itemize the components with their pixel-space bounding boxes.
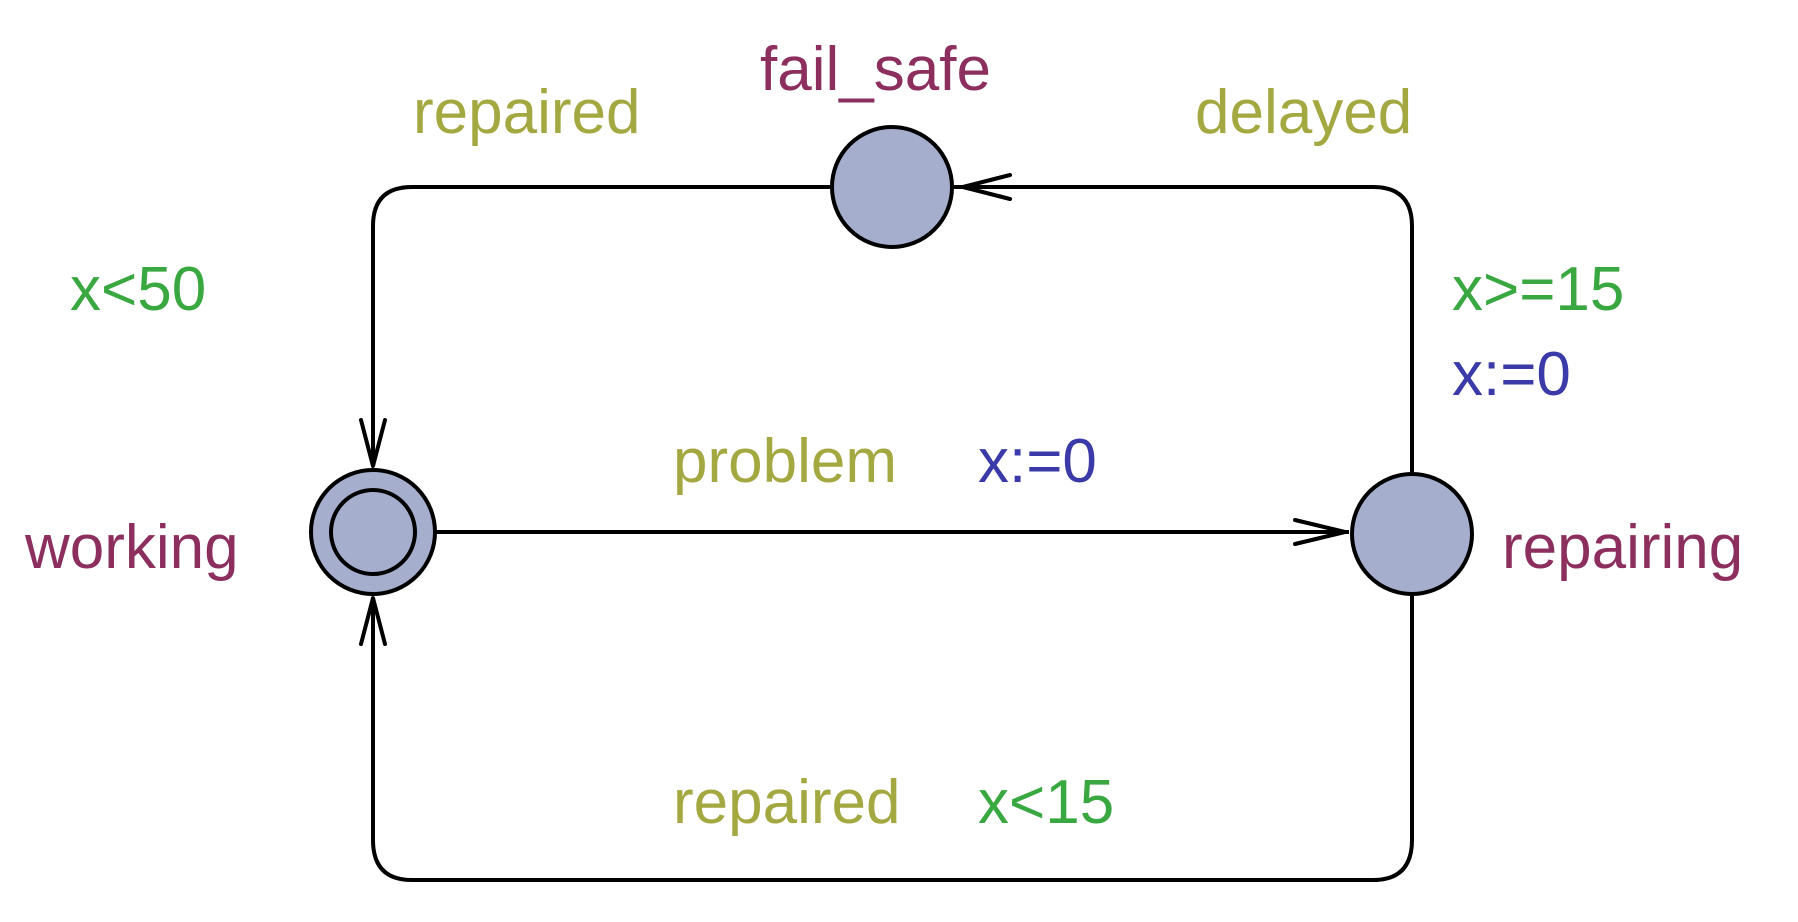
sync-label-delayed: delayed	[1195, 78, 1412, 147]
update-label-repairing-to-fail-safe: x:=0	[1452, 340, 1571, 409]
guard-label-x-ge-15: x>=15	[1452, 255, 1624, 324]
edge-fail-safe-to-working[interactable]	[371, 185, 832, 466]
invariant-working: x<50	[70, 255, 206, 324]
sync-label-repaired-top: repaired	[413, 78, 640, 147]
guard-label-x-lt-15: x<15	[978, 768, 1114, 837]
location-name-repairing: repairing	[1502, 513, 1743, 582]
arrowhead-fail-safe	[961, 173, 1012, 201]
location-repairing[interactable]	[1350, 472, 1474, 596]
sync-label-repaired-bottom: repaired	[673, 768, 900, 837]
location-name-fail-safe: fail_safe	[760, 35, 991, 104]
edge-repairing-to-working[interactable]	[371, 594, 1414, 882]
arrowhead-working-from-bottom	[359, 596, 387, 646]
location-fail-safe[interactable]	[830, 125, 954, 249]
update-label-problem: x:=0	[978, 427, 1097, 496]
arrowhead-repairing	[1293, 518, 1347, 546]
sync-label-problem: problem	[673, 427, 897, 496]
arrowhead-working-from-top	[359, 418, 387, 468]
location-name-working: working	[24, 513, 239, 582]
location-working-initial-marker	[329, 488, 417, 576]
edge-repairing-to-fail-safe[interactable]	[953, 185, 1414, 472]
